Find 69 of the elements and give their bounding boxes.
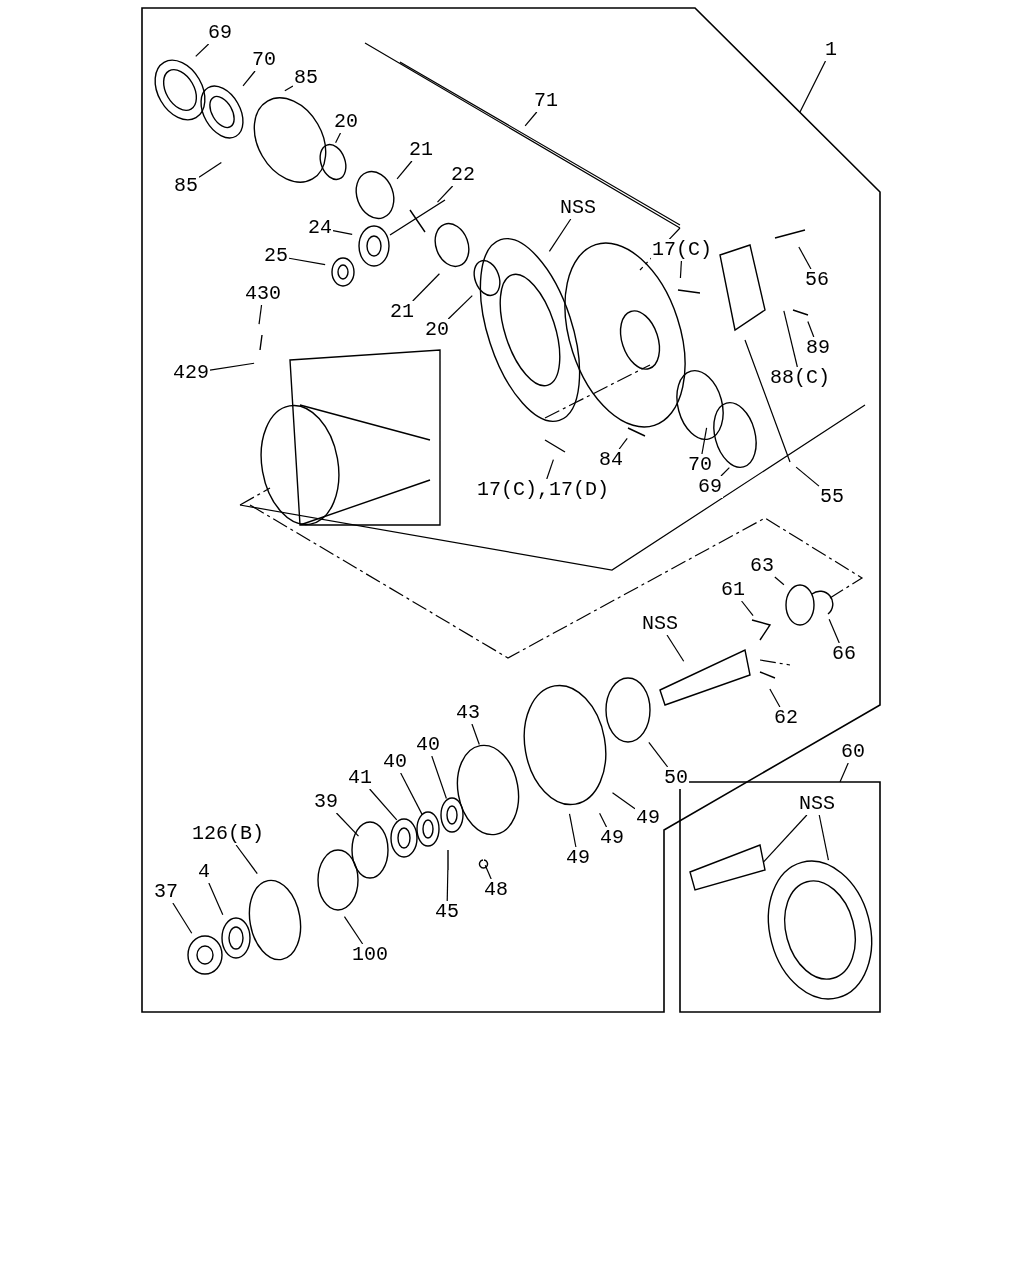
- leader-line: [783, 310, 798, 368]
- frame-outline: [680, 782, 881, 1013]
- leader-line: [396, 160, 413, 180]
- leader-line: [762, 814, 808, 863]
- callout-number: 41: [347, 767, 373, 789]
- callout-number: NSS: [798, 793, 836, 815]
- callout-number: 43: [455, 702, 481, 724]
- leader-line: [546, 458, 554, 480]
- callout-number: 21: [408, 139, 434, 161]
- leader-line: [618, 437, 628, 450]
- leader-line: [679, 260, 682, 279]
- leader-line: [447, 295, 473, 320]
- leader-line: [335, 812, 360, 837]
- leader-line: [484, 864, 492, 880]
- callout-number: NSS: [641, 613, 679, 635]
- leader-line: [332, 230, 353, 236]
- callout-number: 60: [840, 741, 866, 763]
- callout-number: 85: [293, 67, 319, 89]
- leader-line: [471, 723, 480, 746]
- callout-number: 4: [197, 861, 211, 883]
- leader-line: [242, 70, 256, 87]
- leader-line: [741, 600, 754, 617]
- leader-line: [839, 762, 849, 783]
- leader-line: [807, 320, 815, 338]
- callout-number: 39: [313, 791, 339, 813]
- leader-line: [198, 161, 222, 178]
- leader-line: [799, 60, 827, 113]
- leader-line: [769, 688, 781, 708]
- leader-line: [284, 85, 294, 92]
- leader-line: [774, 576, 785, 586]
- callout-number: 69: [697, 476, 723, 498]
- callout-number: 61: [720, 579, 746, 601]
- leader-line: [828, 618, 840, 644]
- leader-line: [648, 741, 669, 768]
- leader-line: [666, 634, 685, 662]
- callout-number: 40: [382, 751, 408, 773]
- leader-line: [436, 185, 454, 203]
- leader-line: [195, 43, 210, 58]
- callout-number: NSS: [559, 197, 597, 219]
- leader-line: [548, 218, 572, 252]
- leader-line: [412, 273, 440, 302]
- callout-number: 22: [450, 164, 476, 186]
- leader-line: [701, 427, 708, 455]
- callout-number: 50: [663, 767, 689, 789]
- leader-line: [400, 772, 423, 816]
- leader-line: [818, 814, 829, 861]
- leader-line: [343, 916, 364, 945]
- leader-line: [258, 304, 263, 325]
- leader-line: [369, 788, 398, 821]
- leader-line: [568, 813, 577, 848]
- leader-line: [431, 755, 447, 800]
- leader-line: [208, 882, 224, 916]
- callout-number: 71: [533, 90, 559, 112]
- leader-line: [798, 246, 812, 270]
- leader-line: [288, 257, 326, 266]
- leader-line: [172, 902, 193, 934]
- leader-line: [611, 792, 636, 810]
- leader-line: [795, 466, 820, 487]
- leader-line: [209, 362, 255, 371]
- callout-number: 40: [415, 734, 441, 756]
- callout-number: 20: [333, 111, 359, 133]
- leader-line: [235, 844, 258, 875]
- leader-line: [446, 869, 449, 902]
- callout-number: 69: [207, 22, 233, 44]
- callout-number: 1: [824, 39, 838, 61]
- callout-number: 63: [749, 555, 775, 577]
- leader-line: [524, 111, 538, 127]
- callout-number: 37: [153, 881, 179, 903]
- callout-number: 70: [251, 49, 277, 71]
